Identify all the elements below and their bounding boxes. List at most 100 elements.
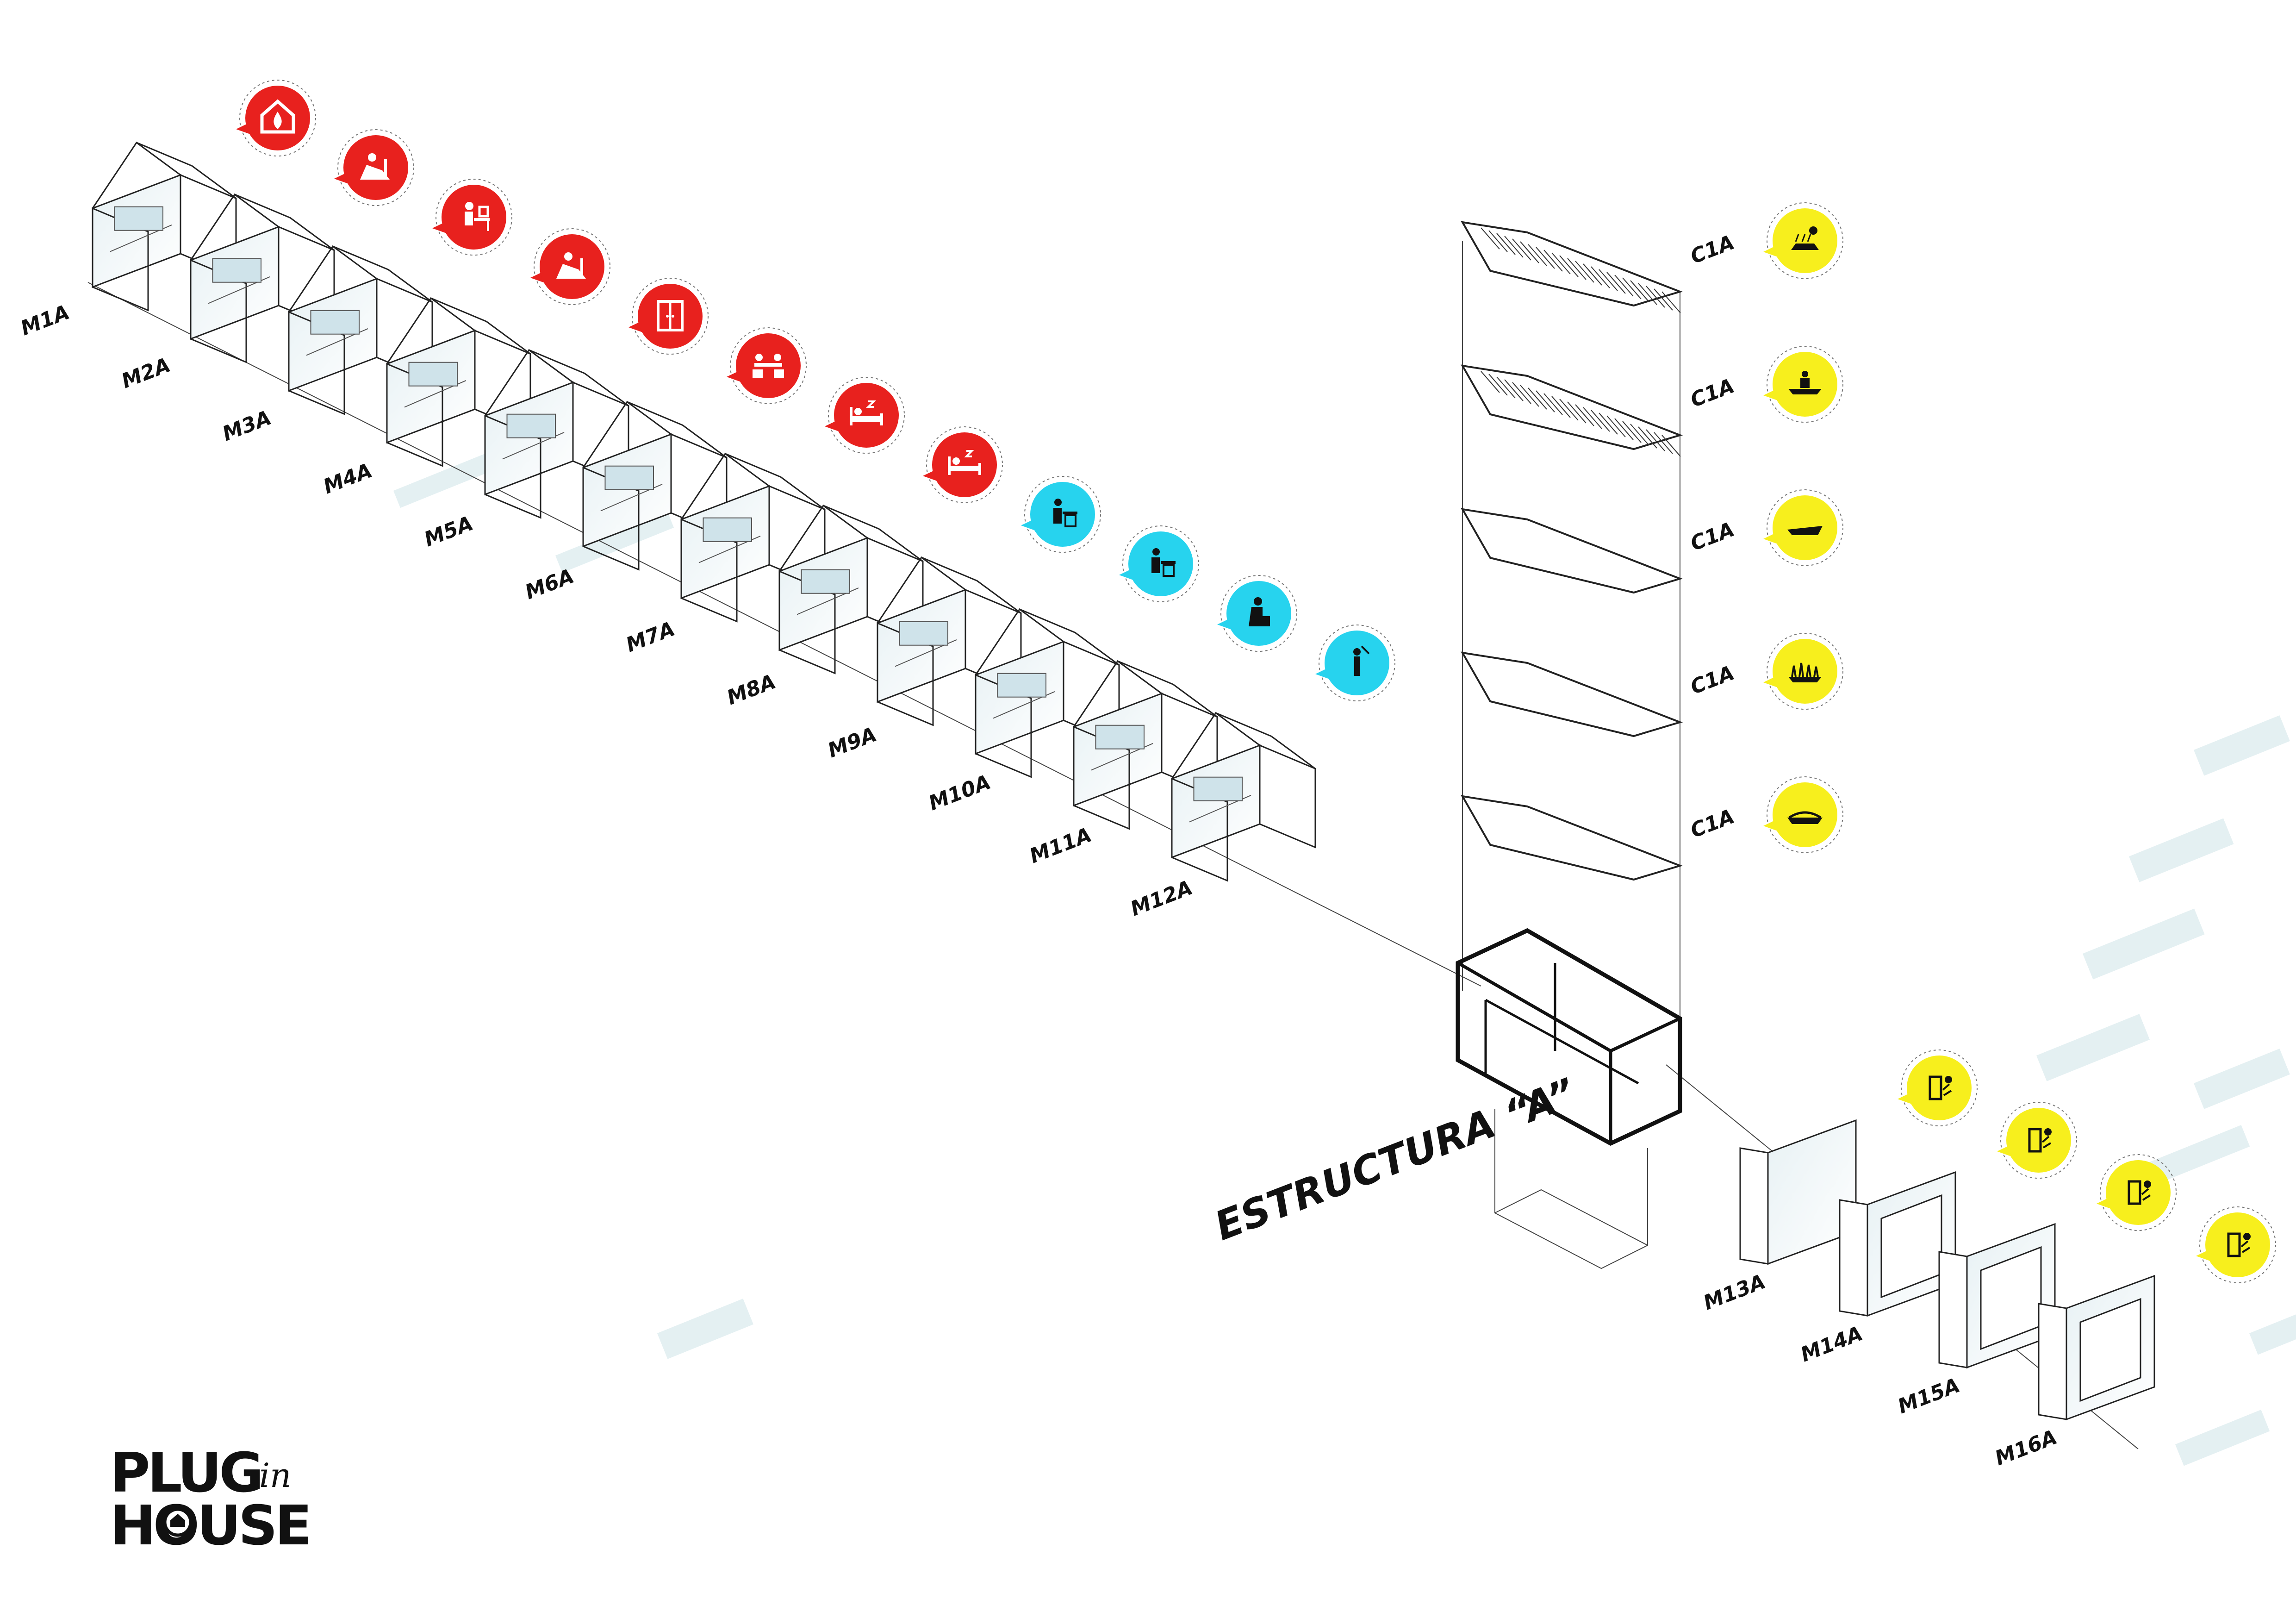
cover-label: C1A xyxy=(1687,231,1738,269)
module-box xyxy=(386,297,531,467)
washing-icon xyxy=(1151,548,1176,577)
activity-bubble xyxy=(1315,625,1395,701)
light-bubble xyxy=(1997,1102,2077,1179)
kitchen-cook-icon xyxy=(1053,499,1077,527)
armchair-reading-icon xyxy=(556,252,586,279)
wardrobe-icon xyxy=(657,300,684,331)
bed-sleep-icon xyxy=(850,400,883,425)
logo-word-plug: PLUG xyxy=(110,1441,261,1505)
roof-cover-stack: C1A C1A C1A C1A C1A xyxy=(1461,202,1843,881)
house-logo-icon xyxy=(163,1507,193,1537)
logo-word-in: in xyxy=(259,1456,291,1495)
module-label: M13A xyxy=(1700,1270,1769,1315)
activity-bubble xyxy=(923,426,1003,503)
ghost-shape xyxy=(555,510,674,573)
cover-label: C1A xyxy=(1687,518,1738,556)
roof-cover: C1A xyxy=(1461,776,1843,881)
module-label: M2A xyxy=(118,353,174,393)
ghost-shape xyxy=(2138,1125,2250,1188)
module-box xyxy=(1171,712,1316,882)
cover-bubble xyxy=(1763,633,1843,710)
activity-bubble xyxy=(530,228,610,305)
activity-bubble xyxy=(236,80,316,156)
activity-bubble xyxy=(1021,476,1101,553)
window-light-icon xyxy=(2028,1128,2052,1153)
module-label: M1A xyxy=(18,300,73,340)
roof-cover: C1A xyxy=(1461,202,1843,313)
window-light-icon xyxy=(2227,1232,2251,1257)
right-module-row: M13A M14A M15A M16A xyxy=(1700,1049,2276,1470)
module-label: M16A xyxy=(1992,1425,2060,1470)
module-label: M10A xyxy=(926,770,994,815)
cover-bubble xyxy=(1763,346,1843,423)
cover-bubble xyxy=(1763,776,1843,853)
module-box xyxy=(680,452,826,623)
ghost-shape xyxy=(2194,1049,2290,1109)
solar-panel-icon xyxy=(1791,226,1819,250)
activity-bubble xyxy=(1217,575,1297,652)
light-bubble xyxy=(2196,1206,2276,1283)
module-label: M14A xyxy=(1798,1322,1866,1367)
module-box xyxy=(975,608,1120,778)
module-box xyxy=(778,504,924,675)
window-module: M16A xyxy=(1992,1206,2276,1470)
activity-bubble xyxy=(727,327,807,404)
ghost-shape xyxy=(393,445,512,508)
toilet-icon xyxy=(1249,597,1270,626)
module-label: M5A xyxy=(421,512,477,551)
window-light-icon xyxy=(1929,1075,1952,1100)
desk-work-icon xyxy=(465,202,490,231)
activity-bubble xyxy=(432,179,512,256)
light-bubble xyxy=(1898,1049,1978,1126)
cover-label: C1A xyxy=(1687,805,1738,843)
cover-label: C1A xyxy=(1687,661,1738,699)
module-label: M9A xyxy=(825,723,880,762)
module-box xyxy=(92,141,237,312)
ghost-shape xyxy=(2249,1312,2296,1355)
window-module: M14A xyxy=(1798,1102,2077,1367)
garden-roof-icon xyxy=(1787,811,1823,824)
module-label: M15A xyxy=(1895,1374,1963,1418)
cover-bubble xyxy=(1763,202,1843,279)
ghost-shape xyxy=(2194,715,2290,776)
roof-cover: C1A xyxy=(1461,346,1843,457)
roof-cover: C1A xyxy=(1461,633,1843,737)
water-roof-icon xyxy=(1787,526,1823,535)
plug-in-house-logo: PLUG in HOUSE xyxy=(110,1441,312,1557)
activity-bubble xyxy=(628,278,709,355)
activity-bubble xyxy=(1119,525,1199,602)
module-label: M6A xyxy=(522,564,578,604)
fireplace-icon xyxy=(260,99,295,134)
module-label: M11A xyxy=(1027,823,1095,868)
ghost-shape xyxy=(2128,818,2234,882)
activity-bubble xyxy=(334,129,414,206)
dining-table-icon xyxy=(753,354,784,378)
roof-deck-icon xyxy=(1788,371,1822,394)
module-label: M3A xyxy=(219,406,275,446)
cover-bubble xyxy=(1763,489,1843,566)
module-label: M7A xyxy=(623,617,678,657)
module-box xyxy=(582,400,728,571)
structure-frame: ESTRUCTURA “A” xyxy=(1209,928,1682,1269)
module-label: M8A xyxy=(724,670,779,710)
light-bubble xyxy=(2097,1154,2177,1231)
ghost-shape xyxy=(2175,1410,2270,1466)
shower-icon xyxy=(1353,645,1370,676)
cover-label: C1A xyxy=(1687,374,1738,412)
module-label: M12A xyxy=(1127,876,1196,921)
ghost-shape xyxy=(657,1299,753,1359)
ghost-shape xyxy=(2083,908,2205,980)
activity-bubble xyxy=(825,377,905,454)
roof-cover: C1A xyxy=(1461,489,1843,594)
logo-word-house: HOUSE xyxy=(110,1493,309,1557)
background-ghost-shapes xyxy=(393,445,2296,1466)
green-roof-icon xyxy=(1788,662,1822,682)
structure-frame-box xyxy=(1456,928,1682,1269)
ghost-shape xyxy=(2036,1014,2150,1081)
window-light-icon xyxy=(2128,1180,2151,1205)
relax-chair-icon xyxy=(360,153,390,180)
window-module: M15A xyxy=(1895,1154,2177,1418)
